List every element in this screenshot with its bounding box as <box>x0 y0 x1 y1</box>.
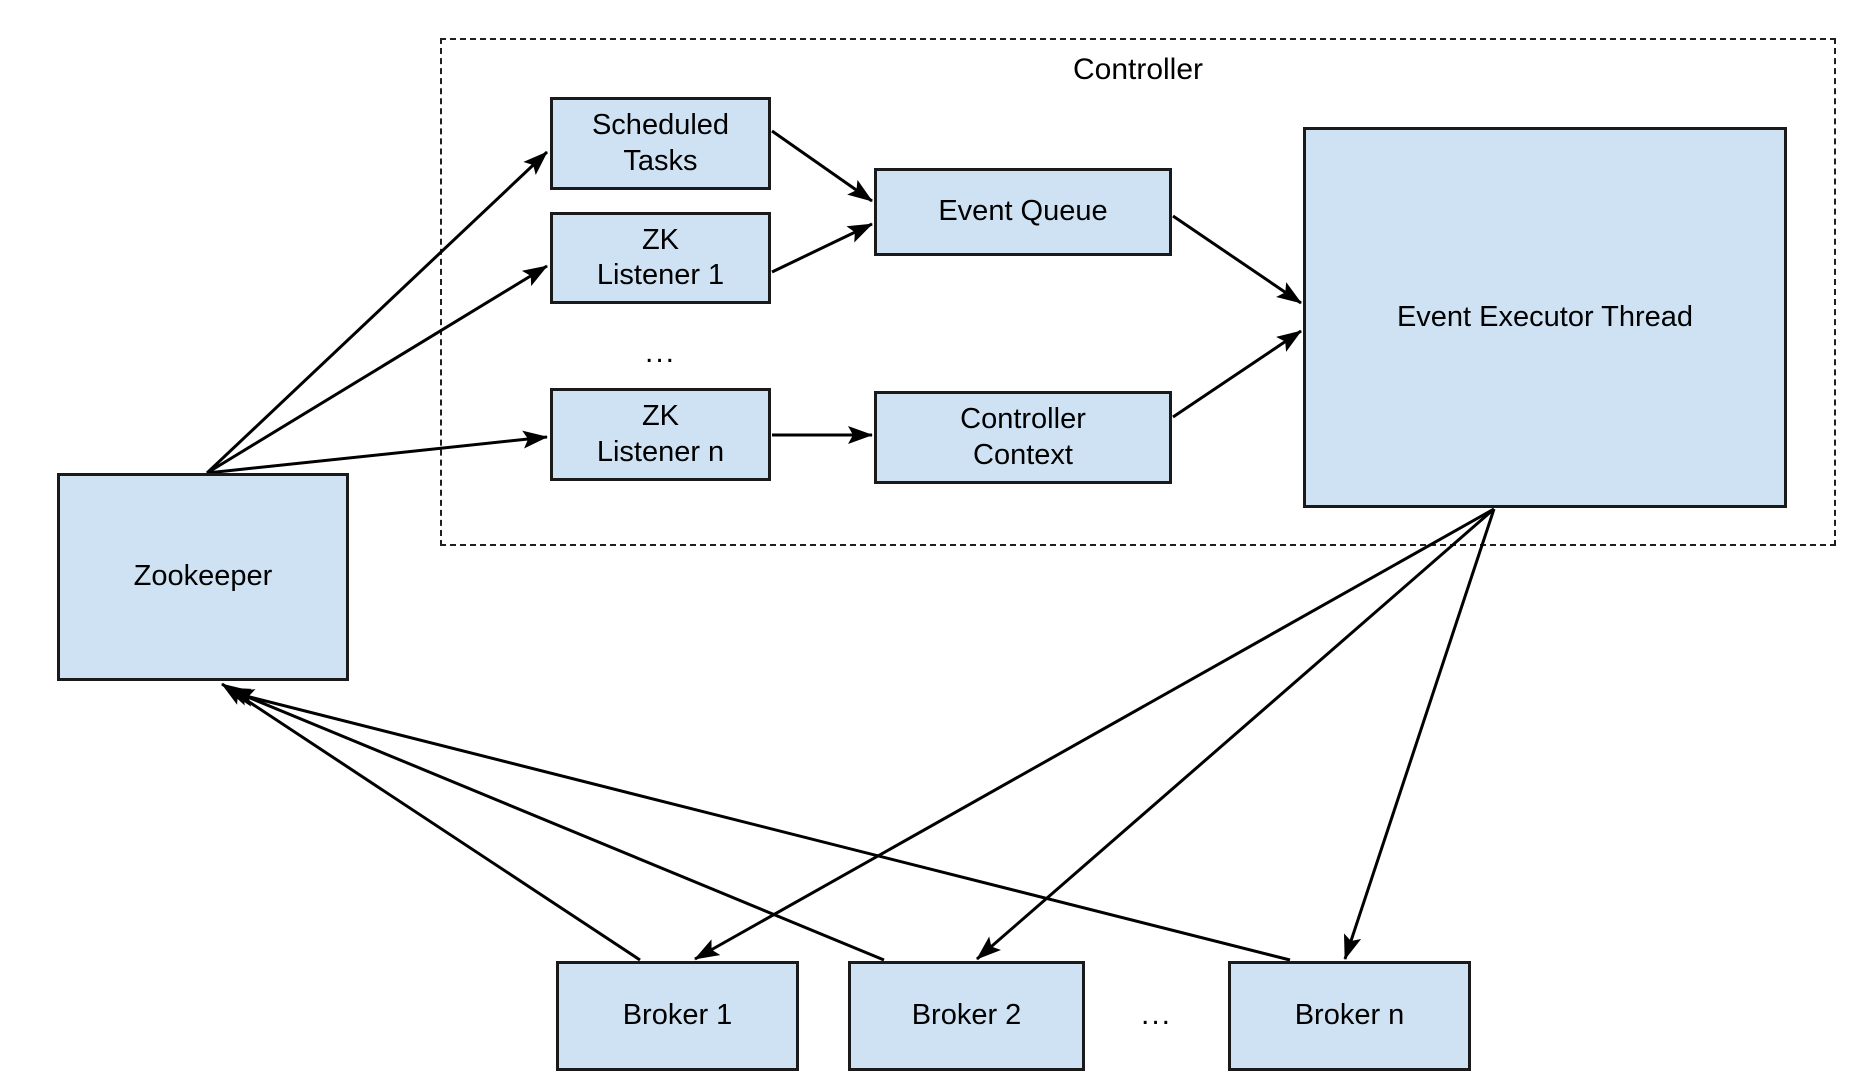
event-queue-label: Event Queue <box>938 195 1108 228</box>
zk-listener-1-label: ZK Listener 1 <box>596 223 725 291</box>
edge-event-executor-to-broker-1 <box>694 507 1495 961</box>
node-scheduled-tasks: Scheduled Tasks <box>550 97 771 190</box>
node-controller-context: Controller Context <box>874 391 1172 484</box>
broker-2-label: Broker 2 <box>911 999 1022 1032</box>
node-event-executor-thread: Event Executor Thread <box>1303 127 1787 508</box>
listeners-ellipsis: ... <box>644 336 676 369</box>
edge-scheduled-tasks-to-event-queue <box>771 129 873 203</box>
edge-broker-2-to-zookeeper <box>225 686 885 962</box>
controller-group-title: Controller <box>1072 53 1204 86</box>
edge-zk-listener-1-to-event-queue <box>771 222 873 274</box>
node-zookeeper: Zookeeper <box>57 473 349 681</box>
edge-broker-1-to-zookeeper <box>221 682 641 962</box>
edge-zookeeper-to-scheduled-tasks <box>205 150 549 475</box>
node-zk-listener-1: ZK Listener 1 <box>550 212 771 304</box>
scheduled-tasks-label: Scheduled Tasks <box>591 109 730 177</box>
edge-event-queue-to-event-executor <box>1172 214 1302 305</box>
node-broker-n: Broker n <box>1228 961 1471 1071</box>
node-broker-2: Broker 2 <box>848 961 1085 1071</box>
node-zk-listener-n: ZK Listener n <box>550 388 771 481</box>
node-event-queue: Event Queue <box>874 168 1172 256</box>
brokers-ellipsis: ... <box>1140 998 1172 1031</box>
zk-listener-n-label: ZK Listener n <box>596 400 725 468</box>
controller-group-boundary <box>440 38 1836 546</box>
edge-event-executor-to-broker-2 <box>976 507 1495 961</box>
controller-context-label: Controller Context <box>960 403 1086 471</box>
broker-n-label: Broker n <box>1294 999 1405 1032</box>
broker-1-label: Broker 1 <box>622 999 733 1032</box>
edge-event-executor-to-broker-n <box>1343 508 1496 960</box>
event-executor-thread-label: Event Executor Thread <box>1396 300 1694 333</box>
edge-zookeeper-to-zk-listener-1 <box>206 264 548 475</box>
zookeeper-label: Zookeeper <box>133 560 273 593</box>
edge-broker-n-to-zookeeper <box>229 689 1291 962</box>
edge-zookeeper-to-zk-listener-n <box>206 430 548 475</box>
node-broker-1: Broker 1 <box>556 961 799 1071</box>
edge-controller-context-to-event-executor <box>1172 329 1302 419</box>
